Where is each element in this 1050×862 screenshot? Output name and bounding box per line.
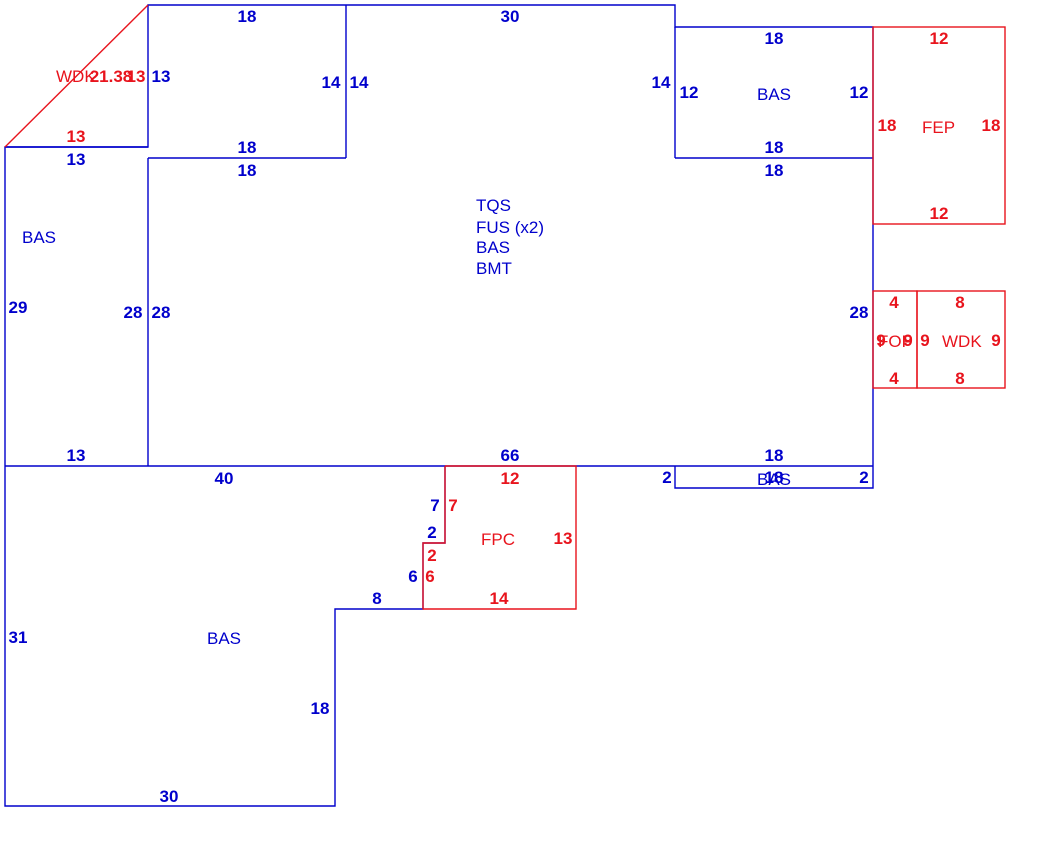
dim-fop-top: 4 bbox=[889, 293, 899, 312]
dim-left-block-bottom: 13 bbox=[67, 446, 86, 465]
dim-fpc-right: 13 bbox=[554, 529, 573, 548]
dim-wdk-right-right: 9 bbox=[991, 331, 1000, 350]
dim-wdk-right-bottom: 8 bbox=[955, 369, 964, 388]
dim-top-left-left: 13 bbox=[152, 67, 171, 86]
dim-main-left: 28 bbox=[152, 303, 171, 322]
dim-fep-bottom: 12 bbox=[930, 204, 949, 223]
main-label-bas: BAS bbox=[476, 238, 510, 257]
dim-wdk-corner-hyp: 21.38 bbox=[90, 67, 133, 86]
dim-main-bottom-right: 18 bbox=[765, 446, 784, 465]
dim-fpc-bottom: 14 bbox=[490, 589, 509, 608]
dim-fop-left: 9 bbox=[876, 331, 885, 350]
dim-fep-left: 18 bbox=[878, 116, 897, 135]
dim-lower-bas-notch-upper: 7 bbox=[430, 496, 439, 515]
dim-lower-bas-bottom: 30 bbox=[160, 787, 179, 806]
main-outlines bbox=[4, 4, 874, 807]
dim-top-left-top: 18 bbox=[238, 7, 257, 26]
dim-upper-right-bas-top: 18 bbox=[765, 29, 784, 48]
fop-label: FOP bbox=[878, 332, 913, 351]
dim-lower-bas-notch-step: 2 bbox=[427, 523, 436, 542]
wdk-right-label: WDK bbox=[942, 332, 982, 351]
dim-main-bottom: 66 bbox=[501, 446, 520, 465]
wdk-corner-label: WDK bbox=[56, 67, 96, 86]
dim-top-left-right: 14 bbox=[322, 73, 341, 92]
dim-fep-right: 18 bbox=[982, 116, 1001, 135]
fep-label: FEP bbox=[922, 118, 955, 137]
dim-main-top-right: 18 bbox=[765, 161, 784, 180]
upper-right-bas-label: BAS bbox=[757, 85, 791, 104]
strip-bas-outline bbox=[674, 466, 874, 489]
dim-main-left-upper: 14 bbox=[350, 73, 369, 92]
outbuilding-outlines bbox=[4, 4, 1006, 610]
dim-fpc-top: 12 bbox=[501, 469, 520, 488]
dim-wdk-right-left: 9 bbox=[920, 331, 929, 350]
dim-wdk-corner-bottom: 13 bbox=[67, 127, 86, 146]
dim-strip-bas-left: 2 bbox=[662, 468, 671, 487]
dim-lower-bas-right: 18 bbox=[311, 699, 330, 718]
dim-lower-bas-left: 31 bbox=[9, 628, 28, 647]
dim-lower-bas-notch-lower: 6 bbox=[408, 567, 417, 586]
dim-main-right: 28 bbox=[850, 303, 869, 322]
strip-bas-label: BAS bbox=[757, 470, 791, 489]
dim-wdk-right-top: 8 bbox=[955, 293, 964, 312]
dim-left-block-left: 29 bbox=[9, 298, 28, 317]
wdk-right-outline bbox=[916, 290, 1006, 389]
outbuilding-labels: FEP FOP WDK FPC WDK bbox=[56, 67, 982, 549]
main-label-fus: FUS (x2) bbox=[476, 218, 544, 237]
main-area-labels: BAS BAS TQS FUS (x2) BAS BMT BAS BAS bbox=[22, 85, 791, 648]
dim-fep-top: 12 bbox=[930, 29, 949, 48]
main-label-bmt: BMT bbox=[476, 259, 512, 278]
fpc-outline bbox=[422, 465, 577, 610]
dim-fop-right: 9 bbox=[903, 331, 912, 350]
dim-fpc-left-lower: 6 bbox=[425, 567, 434, 586]
dim-fop-bottom: 4 bbox=[889, 369, 899, 388]
dim-left-block-top: 13 bbox=[67, 150, 86, 169]
dim-main-top-left: 18 bbox=[238, 161, 257, 180]
dim-lower-bas-top: 40 bbox=[215, 469, 234, 488]
outbuilding-dimensions: 21.38 13 13 12 18 18 12 4 9 9 4 8 9 9 8 … bbox=[67, 29, 1001, 608]
dim-main-top: 30 bbox=[501, 7, 520, 26]
dim-top-left-bottom: 18 bbox=[238, 138, 257, 157]
upper-left-bas-label: BAS bbox=[22, 228, 56, 247]
dim-upper-right-bas-wall: 14 bbox=[652, 73, 671, 92]
lower-bas-label: BAS bbox=[207, 629, 241, 648]
dim-upper-right-bas-right: 12 bbox=[850, 83, 869, 102]
dim-upper-right-bas-left: 12 bbox=[680, 83, 699, 102]
dim-fpc-step: 2 bbox=[427, 546, 436, 565]
dim-strip-bas-top: 18 bbox=[765, 468, 784, 487]
wdk-corner-hypotenuse bbox=[4, 4, 149, 148]
dim-wdk-corner-right: 13 bbox=[127, 67, 146, 86]
dim-fpc-left-upper: 7 bbox=[448, 496, 457, 515]
fep-outline bbox=[872, 26, 1006, 225]
main-dimensions: 18 30 13 14 14 18 18 13 18 14 12 12 18 1… bbox=[9, 7, 869, 806]
dim-upper-right-bas-bottom: 18 bbox=[765, 138, 784, 157]
dim-strip-bas-right: 2 bbox=[859, 468, 868, 487]
fpc-label: FPC bbox=[481, 530, 515, 549]
main-label-tqs: TQS bbox=[476, 196, 511, 215]
dim-left-block-right: 28 bbox=[124, 303, 143, 322]
dim-lower-bas-step: 8 bbox=[372, 589, 381, 608]
